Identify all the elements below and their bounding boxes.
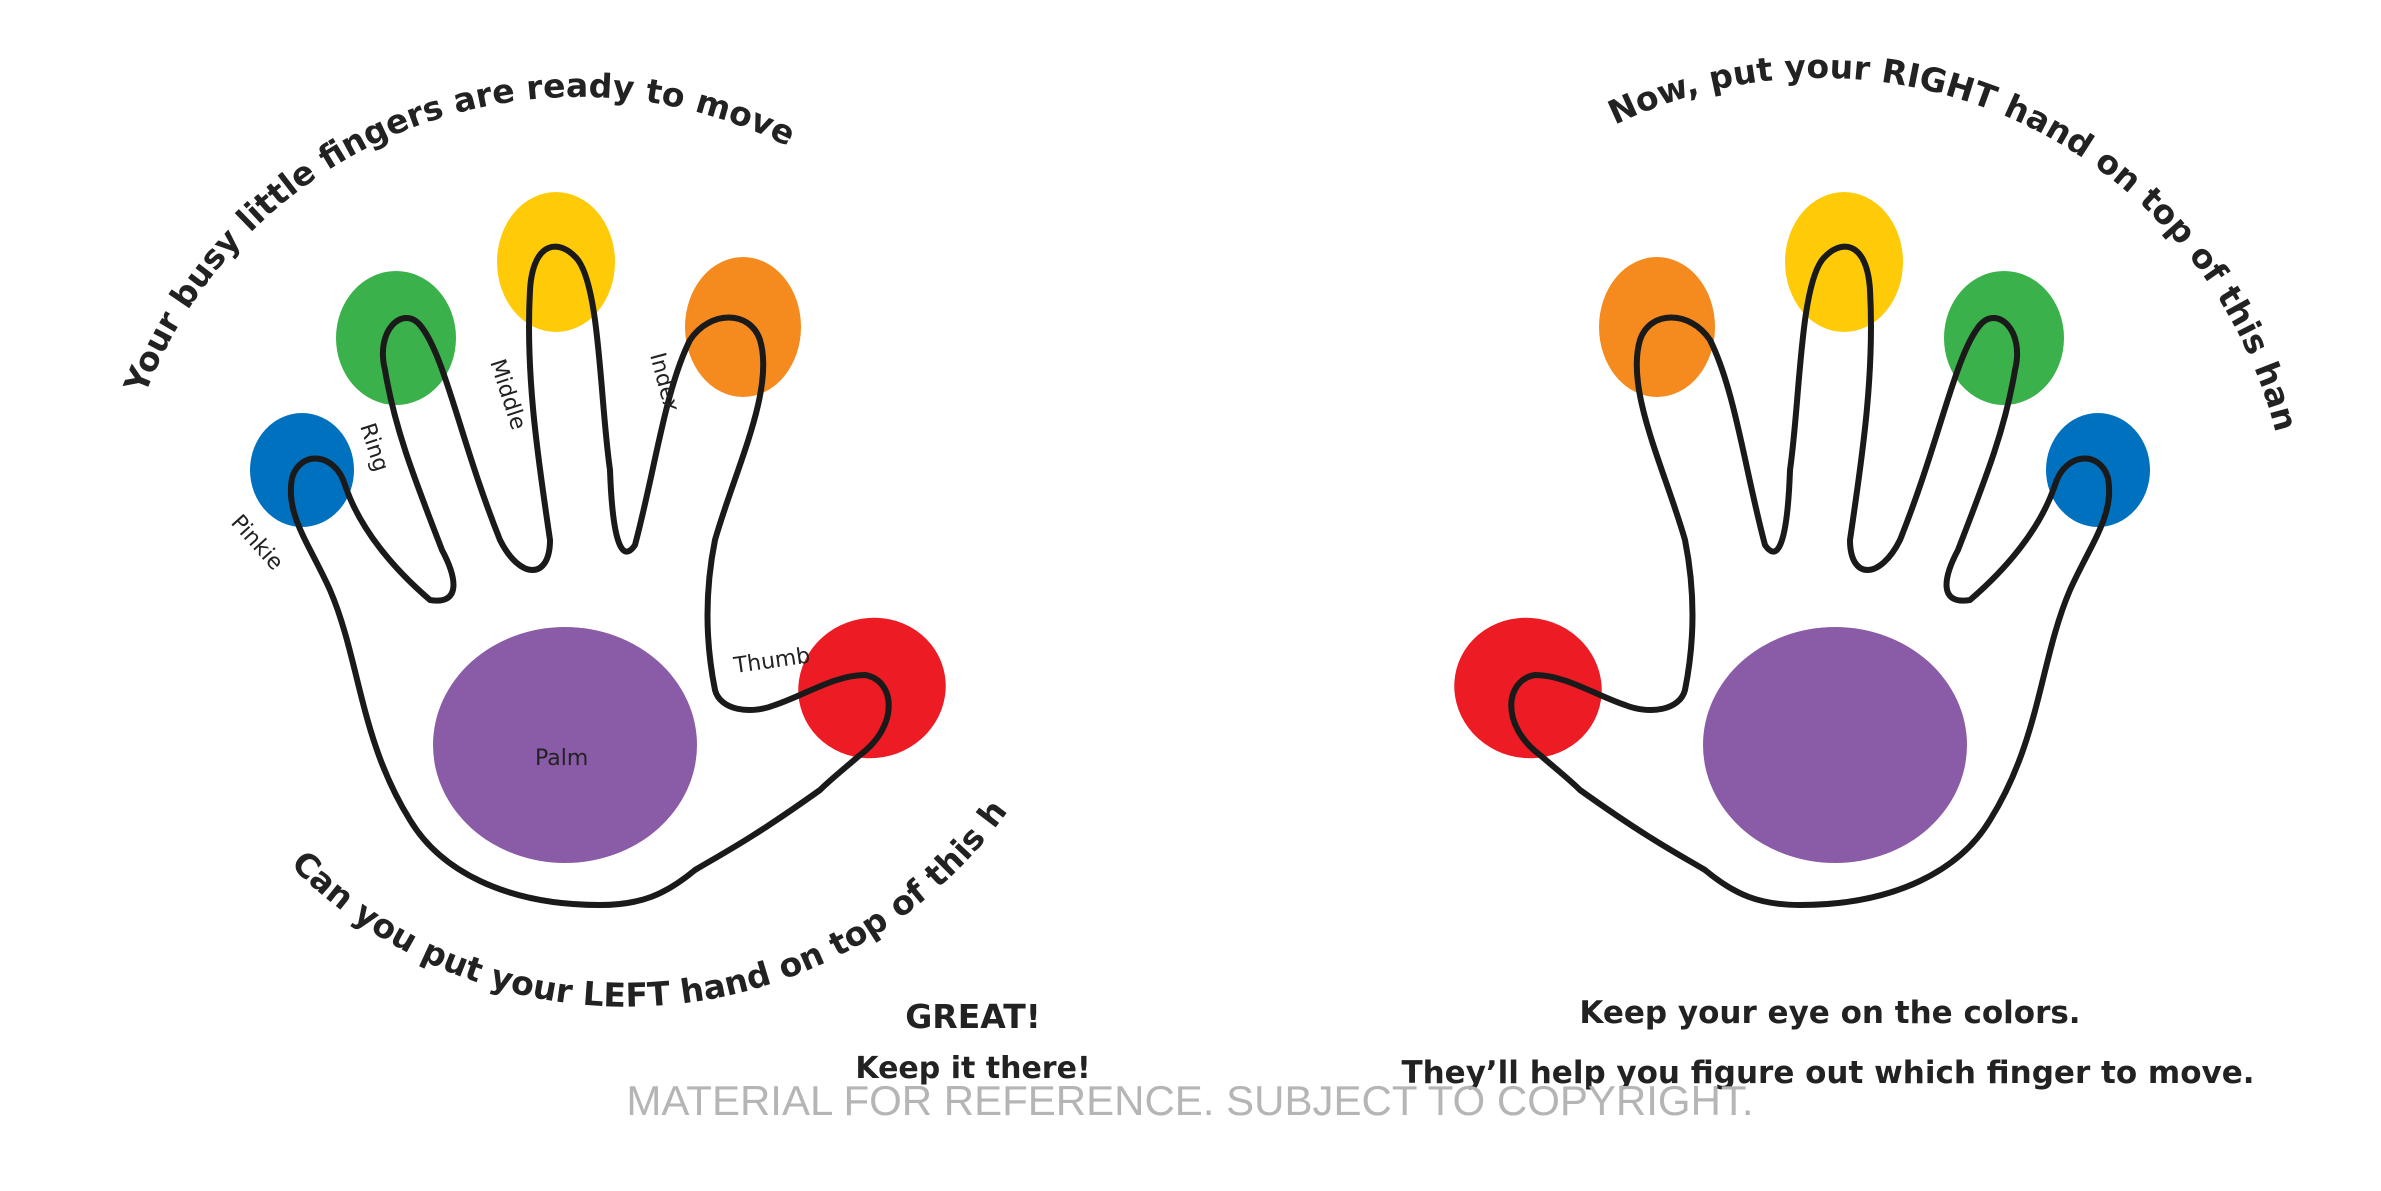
right-ring-dot: [1944, 271, 2064, 405]
left-hand: Pinkie Ring Middle Index Thumb Palm: [226, 192, 946, 908]
label-ring: Ring: [354, 420, 393, 475]
left-palm-dot: [433, 627, 697, 863]
right-thumb-dot: [1454, 617, 1602, 759]
copyright-watermark: MATERIAL FOR REFERENCE. SUBJECT TO COPYR…: [626, 1077, 1753, 1124]
label-middle: Middle: [484, 356, 530, 433]
label-thumb: Thumb: [731, 644, 811, 680]
left-pinkie-dot: [250, 413, 354, 527]
left-hand-outline: [287, 243, 892, 908]
right-caption-help: They’ll help you figure out which finger…: [1401, 1055, 2254, 1091]
right-hand: [1454, 192, 2150, 908]
label-index: Index: [644, 350, 684, 415]
left-thumb-dot: [798, 617, 946, 759]
left-caption-keep: Keep it there!: [855, 1051, 1090, 1086]
label-palm: Palm: [535, 746, 588, 771]
left-caption-great: GREAT!: [905, 997, 1041, 1036]
right-caption-colors: Keep your eye on the colors.: [1579, 995, 2080, 1031]
left-middle-dot: [497, 192, 615, 332]
right-palm-dot: [1703, 627, 1967, 863]
left-bottom-arc-text: Can you put your LEFT hand on top of thi…: [0, 0, 1015, 1015]
right-hand-outline: [1508, 243, 2113, 908]
right-middle-dot: [1785, 192, 1903, 332]
right-index-dot: [1599, 257, 1715, 397]
left-page: Your busy little fingers are ready to mo…: [0, 0, 1091, 1086]
right-pinkie-dot: [2046, 413, 2150, 527]
left-ring-dot: [336, 271, 456, 405]
left-index-dot: [685, 257, 801, 397]
